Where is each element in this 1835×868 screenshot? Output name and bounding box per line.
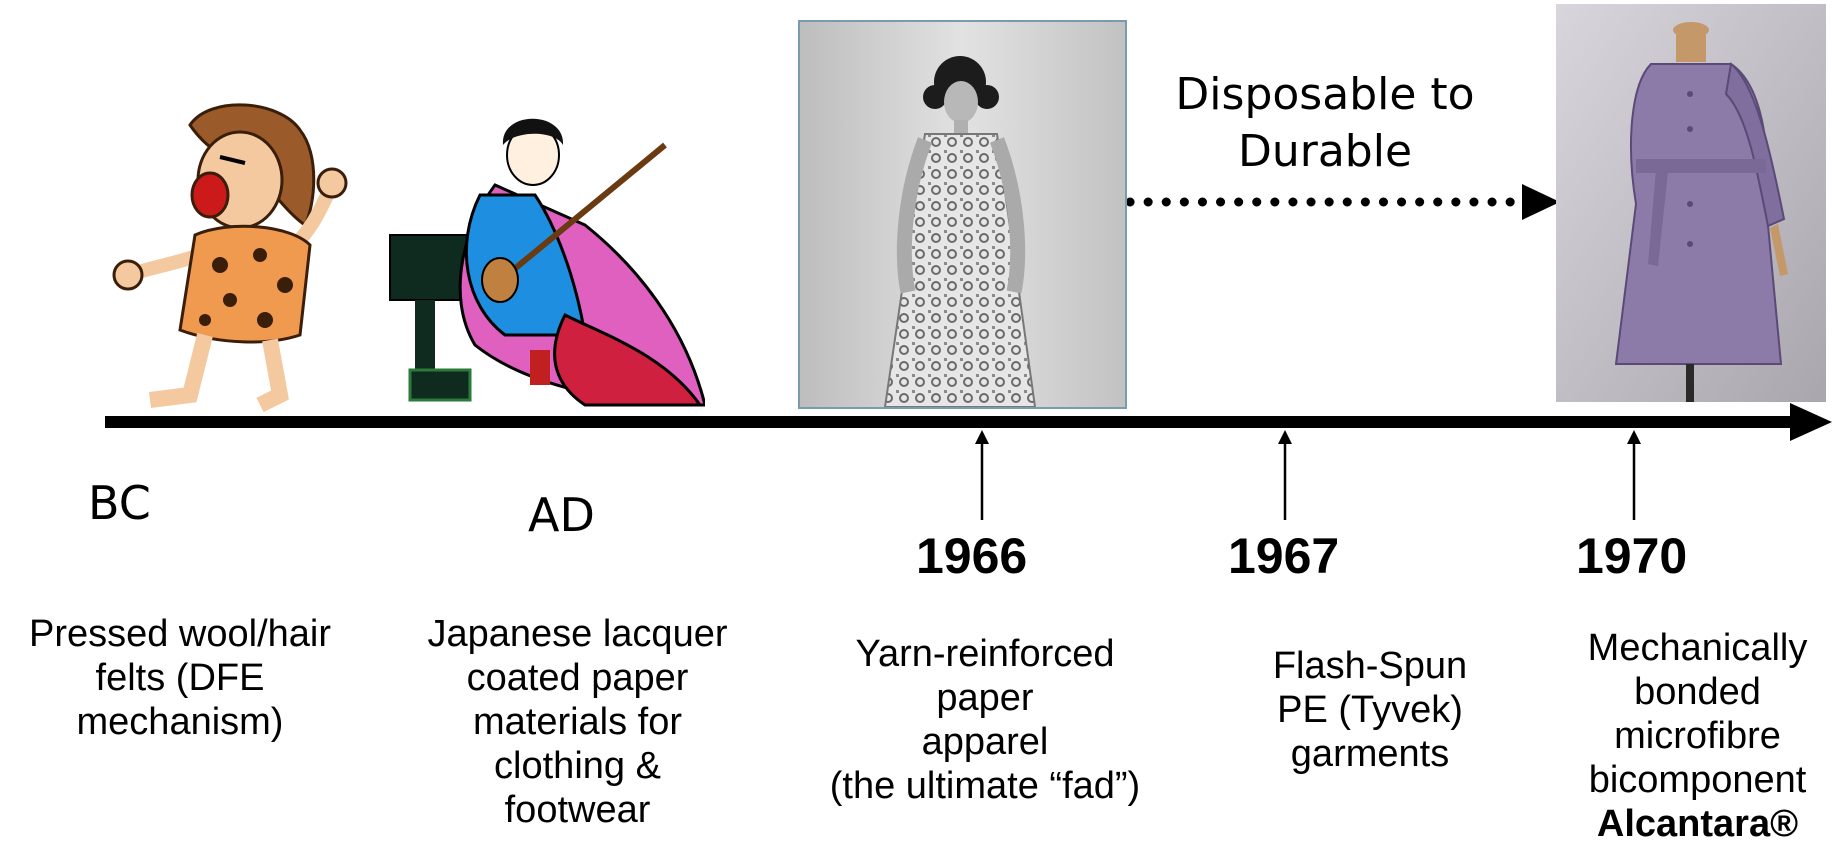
description-line: bicomponent xyxy=(1588,759,1807,801)
alcantara-dress-photo xyxy=(1556,4,1826,402)
milestone-description-1966: Yarn-reinforced paper apparel (the ultim… xyxy=(795,632,1175,808)
description-line: Yarn-reinforced xyxy=(855,633,1115,675)
paper-dress-photo xyxy=(798,20,1127,409)
callout-line: Disposable to xyxy=(1175,69,1475,120)
paper-dress-figure xyxy=(800,22,1125,407)
milestone-pointer-head-1967 xyxy=(1278,430,1292,444)
era-label-ad: AD xyxy=(528,488,595,542)
brand-name: Alcantara® xyxy=(1596,803,1799,845)
milestone-pointer-head-1970 xyxy=(1627,430,1641,444)
milestone-description-1967: Flash-Spun PE (Tyvek) garments xyxy=(1230,644,1510,776)
milestone-description-1970: Mechanically bonded microfibre bicompone… xyxy=(1560,626,1835,846)
era-description-bc: Pressed wool/hair felts (DFE mechanism) xyxy=(0,612,360,744)
description-line: footwear xyxy=(504,789,651,831)
caveman-illustration xyxy=(112,103,348,413)
era-label-bc: BC xyxy=(88,476,151,530)
description-line: bonded xyxy=(1634,671,1761,713)
description-line: Mechanically xyxy=(1587,627,1808,669)
description-line: Japanese lacquer xyxy=(427,613,728,655)
milestone-pointer-head-1966 xyxy=(975,430,989,444)
timeline-arrowhead xyxy=(1790,403,1832,441)
description-line: paper xyxy=(936,677,1034,719)
description-line: felts (DFE xyxy=(95,657,265,699)
year-label-1970: 1970 xyxy=(1576,528,1688,584)
description-line: (the ultimate “fad”) xyxy=(829,765,1141,807)
description-line: PE (Tyvek) xyxy=(1277,689,1463,731)
alcantara-dress-figure xyxy=(1556,4,1826,402)
description-line: Flash-Spun xyxy=(1272,645,1468,687)
description-line: microfibre xyxy=(1614,715,1781,757)
description-line: garments xyxy=(1290,733,1450,775)
disposable-to-durable-callout: Disposable to Durable xyxy=(1150,66,1500,180)
description-line: materials for xyxy=(472,701,683,743)
year-label-1967: 1967 xyxy=(1228,528,1340,584)
geisha-illustration xyxy=(389,118,705,407)
description-line: clothing & xyxy=(494,745,661,787)
year-label-1966: 1966 xyxy=(916,528,1028,584)
callout-line: Durable xyxy=(1237,126,1413,177)
description-line: Pressed wool/hair xyxy=(28,613,332,655)
description-line: apparel xyxy=(921,721,1049,763)
description-line: mechanism) xyxy=(76,701,284,743)
era-description-ad: Japanese lacquer coated paper materials … xyxy=(400,612,755,832)
description-line: coated paper xyxy=(466,657,689,699)
callout-arrowhead xyxy=(1522,184,1560,220)
